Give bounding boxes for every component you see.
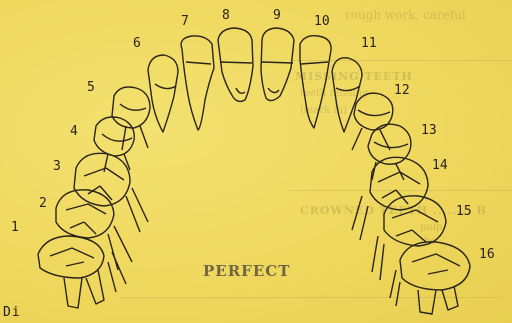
tooth-number-label: 9 — [273, 9, 281, 22]
tooth-13 — [368, 124, 411, 180]
tooth-number-label: 4 — [70, 125, 78, 138]
tooth-number-label: 14 — [432, 159, 448, 172]
caption-perfect: PERFECT — [203, 262, 283, 280]
tooth-4 — [94, 117, 134, 172]
tooth-8 — [218, 28, 253, 101]
tooth-12 — [352, 93, 393, 150]
tooth-number-label: 15 — [456, 205, 472, 218]
tooth-number-label: 5 — [87, 81, 95, 94]
tooth-number-label: 16 — [479, 248, 495, 261]
tooth-number-label: 6 — [133, 37, 141, 50]
tooth-number-label: 12 — [394, 84, 410, 97]
tooth-number-label: 11 — [361, 37, 377, 50]
tooth-6 — [148, 55, 178, 132]
tooth-number-label: 1 — [11, 221, 19, 234]
tooth-10 — [300, 36, 331, 128]
tooth-7 — [181, 36, 214, 130]
tooth-number-label: 3 — [53, 160, 61, 173]
tooth-number-label: 2 — [39, 197, 47, 210]
instruction-text: Di — [3, 305, 21, 320]
tooth-number-label: 7 — [181, 15, 189, 28]
tooth-1 — [38, 236, 126, 308]
tooth-3 — [74, 153, 148, 232]
tooth-number-label: 10 — [314, 15, 330, 28]
tooth-16 — [390, 242, 470, 314]
tooth-number-label: 13 — [421, 124, 437, 137]
tooth-number-label: 8 — [222, 9, 230, 22]
tooth-14 — [352, 157, 428, 240]
tooth-9 — [261, 28, 294, 101]
